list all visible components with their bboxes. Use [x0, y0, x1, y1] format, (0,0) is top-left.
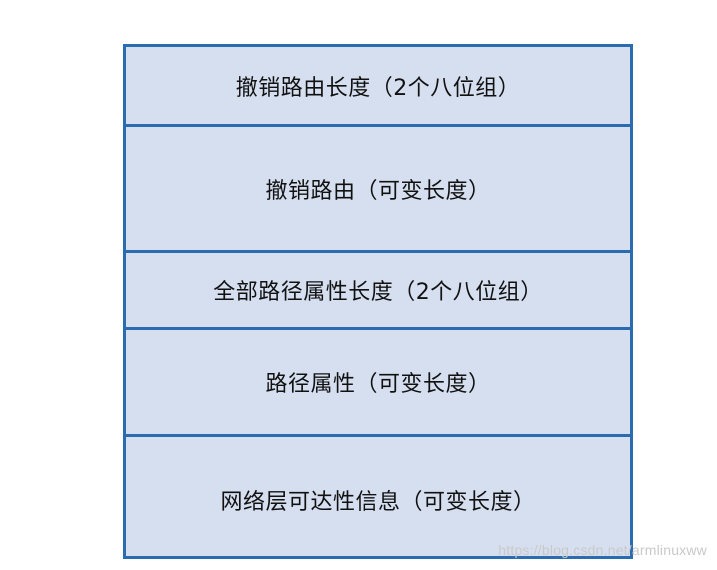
field-label: 网络层可达性信息（可变长度） — [220, 489, 536, 515]
field-nlri: 网络层可达性信息（可变长度） — [126, 437, 630, 556]
field-label: 路径属性（可变长度） — [265, 372, 491, 397]
field-label: 撤销路由（可变长度） — [265, 178, 491, 204]
field-withdrawn-routes: 撤销路由（可变长度） — [126, 127, 630, 253]
field-withdrawn-routes-length: 撤销路由长度（2个八位组） — [126, 47, 630, 127]
message-format-diagram: 撤销路由长度（2个八位组） 撤销路由（可变长度） 全部路径属性长度（2个八位组）… — [123, 44, 633, 559]
field-total-path-attribute-length: 全部路径属性长度（2个八位组） — [126, 253, 630, 330]
field-path-attributes: 路径属性（可变长度） — [126, 330, 630, 437]
field-label: 撤销路由长度（2个八位组） — [235, 75, 521, 101]
field-label: 全部路径属性长度（2个八位组） — [213, 280, 543, 305]
watermark: https://blog.csdn.net/armlinuxww — [498, 542, 707, 558]
